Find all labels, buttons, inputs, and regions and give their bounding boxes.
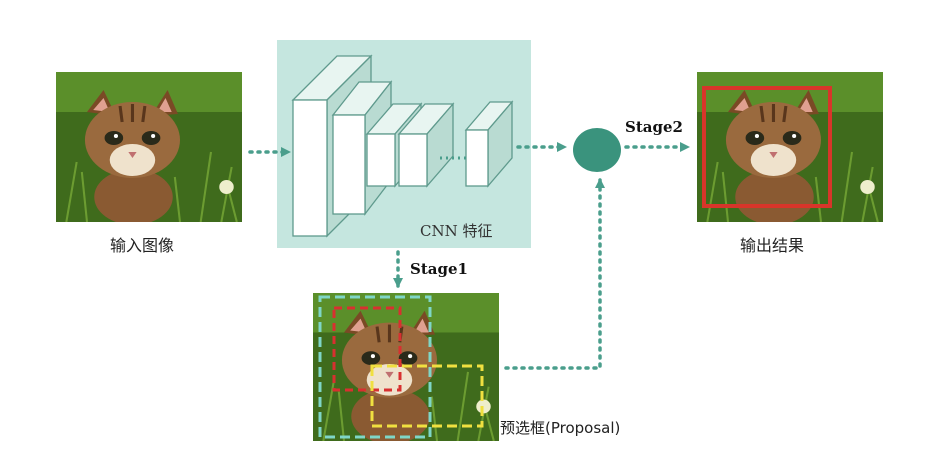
arrow-proposals-to-fusion: [504, 178, 605, 370]
output-result-label: 输出结果: [740, 236, 805, 255]
cnn-feature-panel: [277, 40, 531, 248]
input-image-label: 输入图像: [110, 236, 175, 255]
proposal-box-yellow: [370, 364, 484, 428]
stage1-label: Stage1: [410, 260, 468, 278]
proposal-box-red: [332, 306, 402, 392]
proposal-box-teal: [318, 295, 432, 439]
proposals-label: 预选框(Proposal): [500, 419, 621, 437]
input-image: [56, 72, 242, 225]
stage2-label: Stage2: [625, 118, 683, 136]
cnn-layer-blocks: [291, 54, 514, 238]
fusion-node: [573, 128, 621, 172]
proposal-image: [313, 293, 499, 444]
output-image: [697, 72, 883, 225]
cnn-features-label: CNN 特征: [420, 222, 493, 240]
detection-box: [702, 86, 832, 208]
